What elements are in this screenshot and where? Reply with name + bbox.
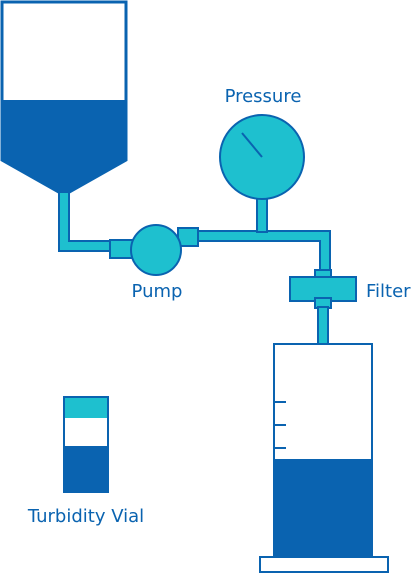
gauge-icon xyxy=(219,114,305,200)
hopper xyxy=(0,0,128,197)
turbidity-vial xyxy=(63,396,109,493)
hopper-outline xyxy=(0,0,128,197)
hopper-liquid xyxy=(2,100,126,195)
cylinder-liquid xyxy=(274,459,372,559)
vial-top-layer xyxy=(64,397,108,418)
gauge-needle xyxy=(241,132,263,158)
main-pipe xyxy=(189,230,331,276)
filter-icon xyxy=(289,269,357,309)
pump-icon xyxy=(130,224,182,276)
outlet-pipe xyxy=(317,306,329,345)
feed-pipe xyxy=(58,191,113,252)
pump-label: Pump xyxy=(132,281,183,302)
cylinder-base xyxy=(259,556,389,573)
vial-outline xyxy=(63,396,109,493)
pressure-label: Pressure xyxy=(225,86,302,107)
filter-label: Filter xyxy=(366,281,411,302)
graduated-cylinder xyxy=(259,343,389,573)
vial-bottom-layer xyxy=(64,446,108,492)
turbidity-vial-label: Turbidity Vial xyxy=(27,506,144,527)
gauge-stem xyxy=(256,194,268,233)
